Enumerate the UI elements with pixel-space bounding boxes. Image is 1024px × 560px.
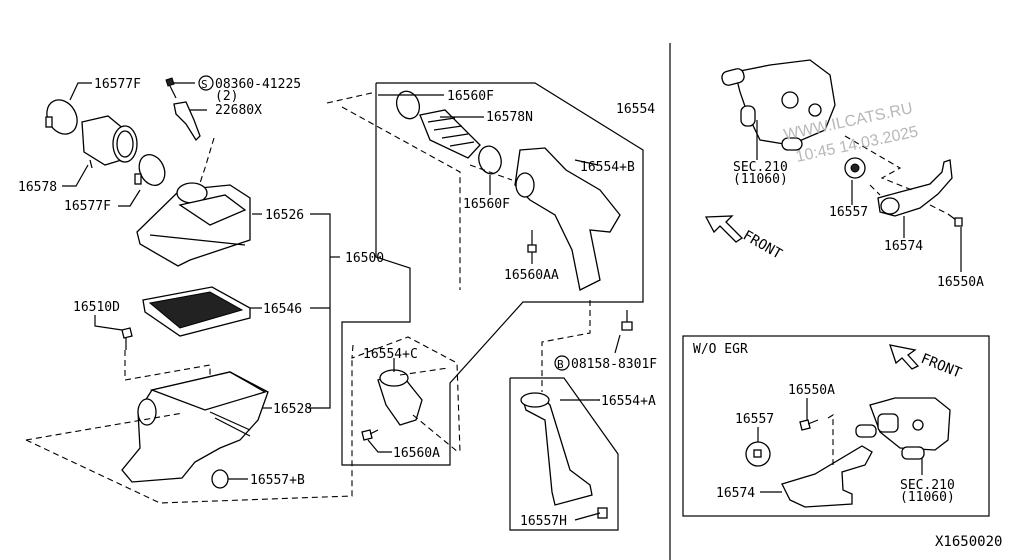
label-16577F-top[interactable]: 16577F (94, 77, 141, 92)
front-arrow-icon-top (704, 215, 744, 243)
label-08158-8301F[interactable]: 08158-8301F (571, 357, 657, 372)
part-16560AA-bolt[interactable] (527, 230, 537, 253)
assembly-outline-16554 (341, 82, 644, 466)
part-16577F-clamp-top[interactable] (41, 94, 83, 139)
part-08158-bolt[interactable] (621, 310, 633, 331)
label-16578[interactable]: 16578 (18, 180, 57, 195)
leader-lines-left (62, 82, 621, 521)
part-thermostat-housing-top[interactable] (721, 59, 836, 151)
part-16557-gasket-top[interactable] (844, 157, 866, 179)
label-08360-qty: (2) (215, 89, 238, 104)
label-16577F-bottom[interactable]: 16577F (64, 199, 111, 214)
label-front-top: FRONT (740, 228, 785, 263)
part-08360-bolt[interactable] (165, 77, 177, 99)
part-16557-gasket-bottom[interactable] (745, 441, 771, 467)
label-16557-top[interactable]: 16557 (829, 205, 868, 220)
part-16526-upper-case[interactable] (136, 182, 251, 267)
part-16528-lower-case[interactable] (121, 371, 269, 483)
label-sec210-top[interactable]: SEC.210 (733, 160, 788, 175)
label-16560F-bottom[interactable]: 16560F (463, 197, 510, 212)
label-16550A-top[interactable]: 16550A (937, 275, 984, 290)
label-08158-prefix: B (557, 358, 564, 371)
label-16560AA[interactable]: 16560AA (504, 268, 559, 283)
label-16528[interactable]: 16528 (273, 402, 312, 417)
label-16526[interactable]: 16526 (265, 208, 304, 223)
label-16557H[interactable]: 16557H (520, 514, 567, 529)
assembly-outline-16554A (509, 377, 619, 531)
part-16560F-clamp-top[interactable] (393, 88, 423, 122)
front-arrow-icon-bottom (889, 344, 920, 370)
part-16554B-duct[interactable] (514, 147, 621, 291)
part-16550A-bolt-bottom[interactable] (799, 419, 819, 431)
w-o-egr-title: W/O EGR (693, 342, 748, 357)
symbol-s-circle (198, 75, 214, 91)
label-16554A[interactable]: 16554+A (601, 394, 656, 409)
label-16546[interactable]: 16546 (263, 302, 302, 317)
symbol-b-circle (554, 355, 570, 371)
label-16554C[interactable]: 16554+C (363, 347, 418, 362)
label-16557B[interactable]: 16557+B (250, 473, 305, 488)
part-16574-bracket-top[interactable] (877, 159, 953, 217)
label-16550A-bottom[interactable]: 16550A (788, 383, 835, 398)
part-16560F-clamp-bottom[interactable] (476, 144, 504, 177)
part-16574-bracket-bottom[interactable] (781, 445, 873, 508)
part-16546-air-filter[interactable] (142, 286, 251, 337)
leader-lines-right-top (756, 120, 962, 272)
label-16560F-top[interactable]: 16560F (447, 89, 494, 104)
label-16557-bottom[interactable]: 16557 (735, 412, 774, 427)
label-08360-41225[interactable]: 08360-41225 (215, 77, 301, 92)
label-16578N[interactable]: 16578N (486, 110, 533, 125)
w-o-egr-box (682, 335, 990, 517)
part-16550A-bolt-top[interactable] (947, 213, 963, 227)
part-16577F-clamp-bottom[interactable] (134, 150, 169, 189)
label-16574-bottom[interactable]: 16574 (716, 486, 755, 501)
label-16574-top[interactable]: 16574 (884, 239, 923, 254)
label-sec210-ref-top: (11060) (733, 172, 788, 187)
label-16554[interactable]: 16554 (616, 102, 655, 117)
label-front-bottom: FRONT (919, 351, 965, 382)
part-16560A-bolt[interactable] (361, 429, 379, 441)
part-16578-air-flow-meter[interactable] (81, 115, 138, 169)
label-16554B[interactable]: 16554+B (580, 160, 635, 175)
label-sec210-ref-bottom: (11060) (900, 490, 955, 505)
leader-lines-right-bottom (757, 398, 923, 493)
label-sec210-bottom[interactable]: SEC.210 (900, 478, 955, 493)
label-08360-prefix: S (201, 78, 208, 91)
dashed-outlines-left (25, 91, 591, 504)
part-thermostat-housing-bottom[interactable] (855, 397, 951, 460)
label-22680X[interactable]: 22680X (215, 103, 262, 118)
label-16500[interactable]: 16500 (345, 251, 384, 266)
label-16510D[interactable]: 16510D (73, 300, 120, 315)
illustration-code: X1650020 (935, 534, 1002, 550)
part-16578N-hose[interactable] (419, 109, 481, 159)
label-16560A[interactable]: 16560A (393, 446, 440, 461)
part-22680X-sensor[interactable] (173, 101, 201, 142)
part-16554A-inlet-duct[interactable] (520, 392, 593, 506)
part-16510D-bolt[interactable] (121, 327, 133, 350)
part-16557B-grommet[interactable] (211, 469, 229, 489)
